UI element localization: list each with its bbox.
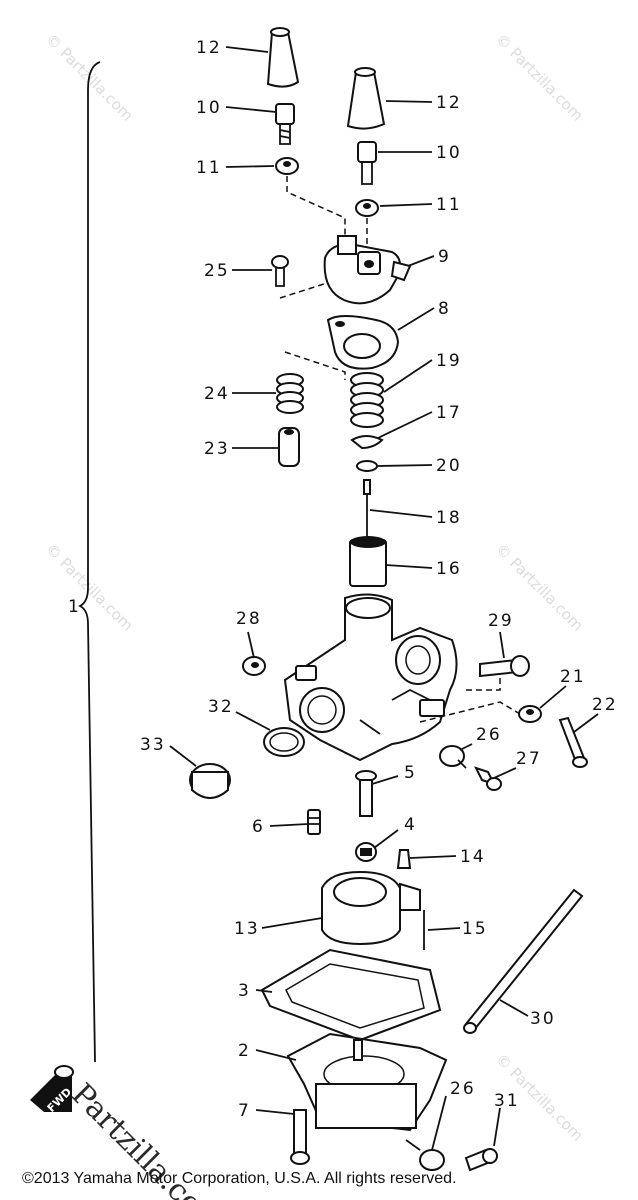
cap-33 [189,763,231,799]
label-1: 1 [68,597,81,617]
label-4: 4 [404,815,417,835]
label-29: 29 [488,611,514,631]
plunger-23 [278,427,300,467]
label-16: 16 [436,559,462,579]
screw-26-upper [439,745,467,769]
assembly-bracket [77,61,101,1063]
screw-26-lower [405,1139,445,1171]
adjuster-10-left [275,103,295,125]
label-10: 10 [196,98,222,118]
label-17: 17 [436,403,462,423]
label-24: 24 [204,384,230,404]
label-26: 26 [476,725,502,745]
screw-7 [290,1109,310,1165]
label-5: 5 [404,763,417,783]
label-13: 13 [234,919,260,939]
label-12: 12 [436,93,462,113]
screw-31 [464,1148,498,1172]
clamp-ring-32 [263,727,305,757]
label-27: 27 [516,749,542,769]
screw-25 [271,255,289,287]
nut-21 [518,705,542,723]
label-25: 25 [204,261,230,281]
label-22: 22 [592,695,618,715]
label-32: 32 [208,697,234,717]
screw-27 [474,766,502,791]
watermark: © Partzilla.com [42,540,137,635]
label-23: 23 [204,439,230,459]
spring-24 [276,373,304,414]
label-20: 20 [436,456,462,476]
label-28: 28 [236,609,262,629]
throttle-slide-16 [349,536,387,587]
jet-6 [307,809,321,835]
label-11: 11 [436,195,462,215]
fwd-arrow-icon: FWD [30,1065,74,1115]
label-9: 9 [438,247,451,267]
label-31: 31 [494,1091,520,1111]
ring-20 [356,460,378,472]
label-3: 3 [238,981,251,1001]
watermark: © Partzilla.com [492,30,587,125]
top-cover-9 [323,235,412,305]
label-12: 12 [196,38,222,58]
cap-12-left [266,31,300,88]
label-11: 11 [196,158,222,178]
label-18: 18 [436,508,462,528]
label-26: 26 [450,1079,476,1099]
carburetor-body [283,593,458,762]
adjuster-10-right [357,141,377,163]
gasket-8 [326,315,400,370]
label-2: 2 [238,1041,251,1061]
float-bowl-2 [286,1032,448,1132]
jet-5 [355,770,377,817]
label-21: 21 [560,667,586,687]
label-14: 14 [460,847,486,867]
label-8: 8 [438,299,451,319]
cap-12-right [346,71,386,130]
copyright-notice: ©2013 Yamaha Motor Corporation, U.S.A. A… [22,1170,457,1187]
label-33: 33 [140,735,166,755]
label-19: 19 [436,351,462,371]
float-13 [321,870,421,946]
spring-19 [350,372,384,428]
label-15: 15 [462,919,488,939]
label-6: 6 [252,817,265,837]
clip-17 [350,435,384,450]
float-bowl-gasket-3 [260,948,442,1042]
drain-tube-30 [463,888,584,1034]
part-labels: 12 10 11 12 10 11 25 9 8 19 24 17 23 20 … [68,38,618,1121]
leader-lines [169,46,599,1151]
float-valve-14 [396,849,412,869]
nut-28 [242,656,266,676]
label-10: 10 [436,143,462,163]
screw-22 [558,716,588,768]
label-30: 30 [530,1009,556,1029]
label-7: 7 [238,1101,251,1121]
needle-18 [363,479,371,540]
nut-4 [355,842,377,862]
screw-29 [479,655,530,678]
